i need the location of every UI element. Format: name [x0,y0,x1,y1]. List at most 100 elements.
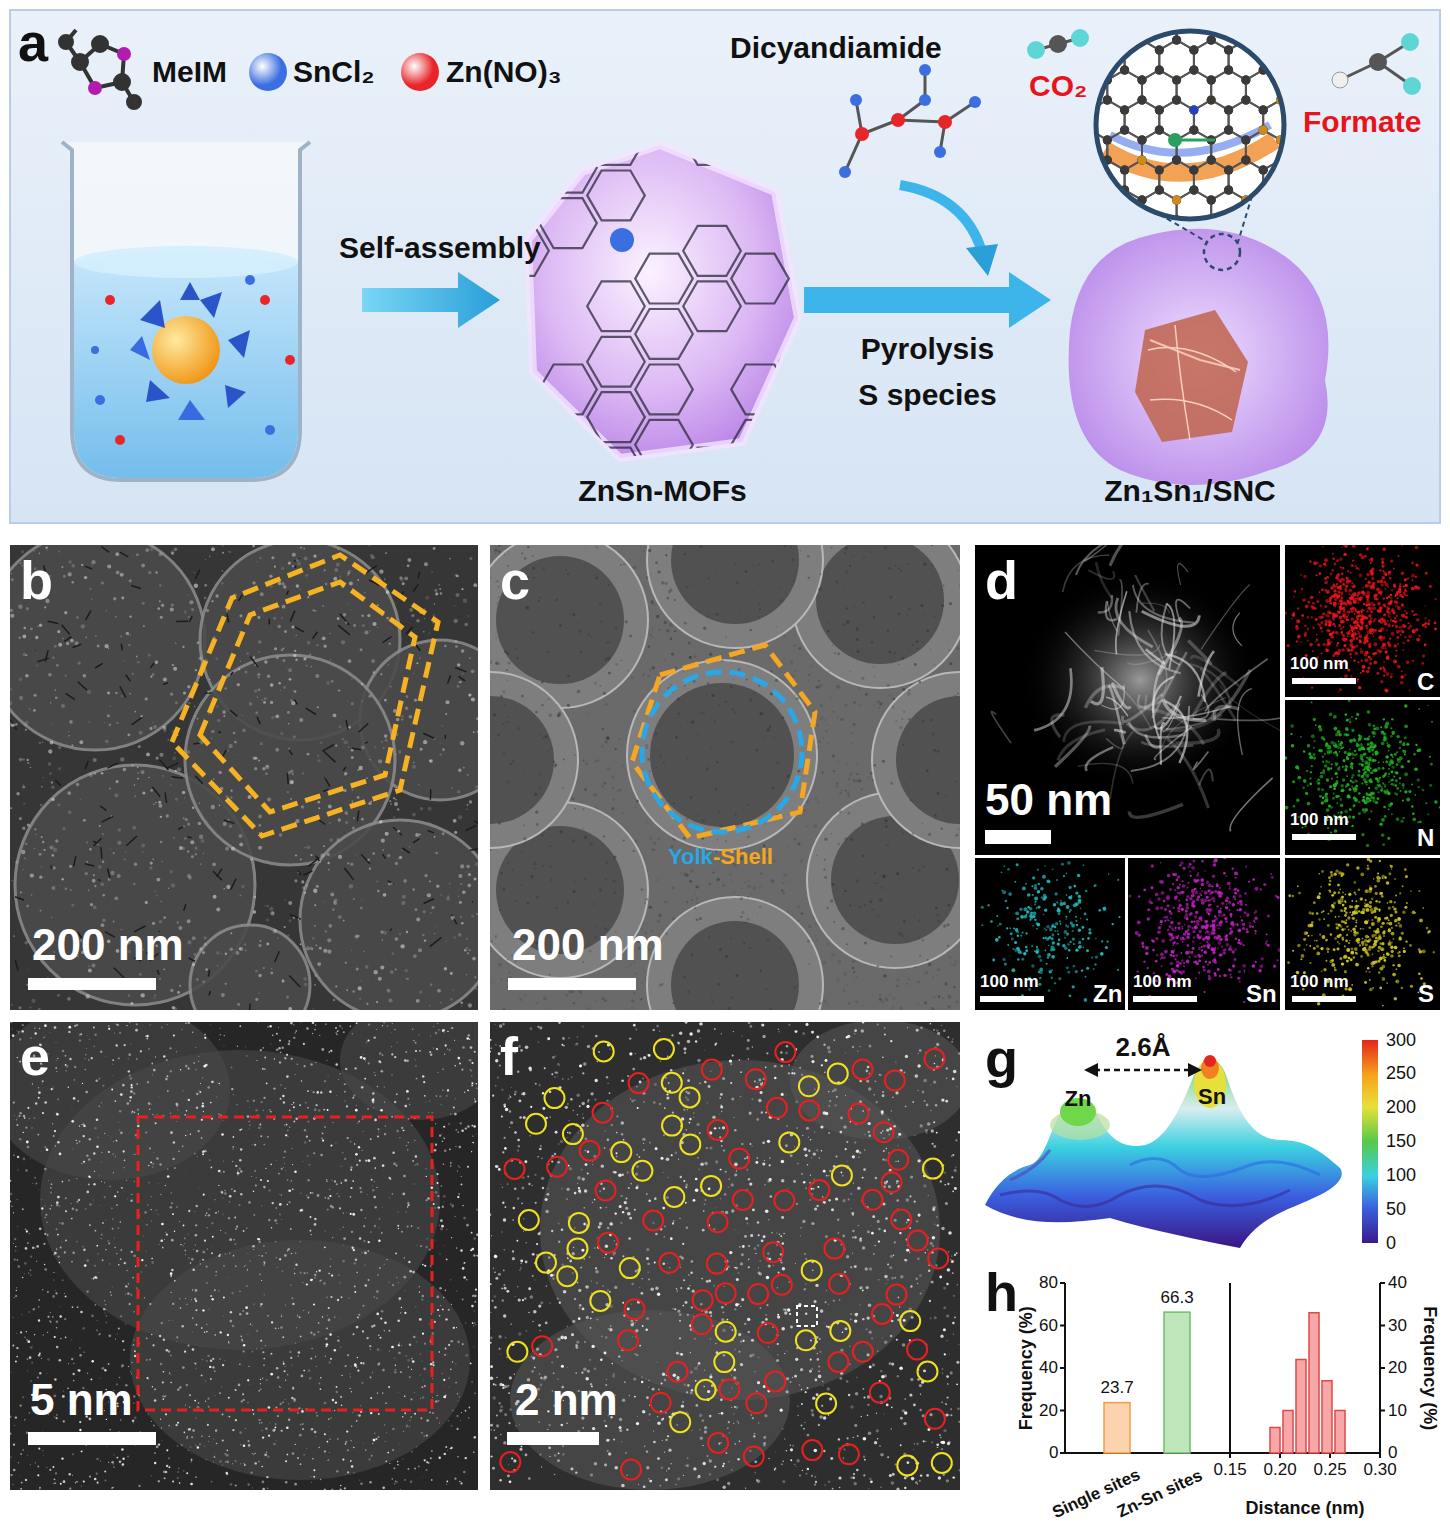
texture [469,557,472,560]
crack [85,864,94,866]
atom [1207,196,1216,205]
texture [442,725,443,726]
framework-line [875,226,933,276]
texture [302,886,305,889]
atom [1103,36,1112,45]
texture [282,979,283,980]
texture [280,732,283,735]
texture [109,787,111,789]
crack [416,645,420,651]
graphene-bond [1107,10,1142,50]
texture [345,821,348,824]
texture [317,801,320,804]
atom [1120,106,1129,115]
atom [1363,46,1372,55]
atom [1189,106,1198,115]
crack [472,901,473,903]
texture [413,954,417,958]
texture [440,1002,441,1003]
texture [326,681,330,685]
texture [218,771,219,772]
atom [1328,226,1337,235]
texture [403,792,404,793]
texture [815,923,817,925]
texture [460,741,464,745]
texture [35,636,38,639]
texture [193,715,195,717]
texture [149,727,152,730]
texture [258,677,259,678]
texture [384,734,388,738]
texture [154,890,155,891]
atom [1172,16,1181,25]
texture [363,951,365,953]
atom [1259,126,1268,135]
texture [386,590,390,594]
atom [1276,256,1285,265]
texture [206,609,210,613]
atom [1345,256,1354,265]
framework-line [779,337,837,387]
atom [1224,186,1233,195]
texture [461,649,465,653]
texture [446,941,447,942]
texture [115,552,119,556]
texture [566,994,569,997]
atom [1293,166,1302,175]
texture [265,773,268,776]
atom [1241,96,1250,105]
texture [70,639,74,643]
texture [23,635,27,639]
texture [199,835,203,839]
texture [339,726,342,729]
texture [293,917,295,919]
atom [1293,246,1302,255]
texture [368,545,371,546]
texture [467,774,469,776]
texture [86,994,90,998]
texture [172,756,176,760]
texture [468,693,471,696]
texture [216,907,220,911]
texture [89,773,93,777]
crack [289,976,300,988]
atom [1276,76,1285,85]
atom [1189,246,1198,255]
texture [445,713,447,715]
texture [63,575,66,578]
texture [416,662,418,664]
crack [466,825,476,830]
texture [436,885,439,888]
atom [1155,66,1164,75]
crack [295,627,304,632]
graphene-bond [1159,220,1194,260]
crack [100,806,106,811]
atom [1311,96,1320,105]
texture [76,616,79,619]
texture [177,991,180,994]
texture [395,937,399,941]
texture [290,798,292,800]
texture [238,834,242,838]
atom [1155,246,1164,255]
texture [394,802,398,806]
graphene-bond [1315,250,1350,290]
crack [218,731,221,733]
texture [400,577,404,581]
crack [102,816,114,822]
atom [1328,246,1337,255]
texture [622,764,624,766]
texture [93,758,97,762]
texture [361,746,365,750]
texture [430,984,432,986]
texture [51,917,52,918]
texture [271,556,274,559]
texture [451,916,455,920]
texture [395,969,397,971]
texture [406,931,408,933]
atom [1259,286,1268,295]
texture [353,898,356,901]
texture [130,634,131,635]
atom [1189,66,1198,75]
texture [314,975,317,978]
